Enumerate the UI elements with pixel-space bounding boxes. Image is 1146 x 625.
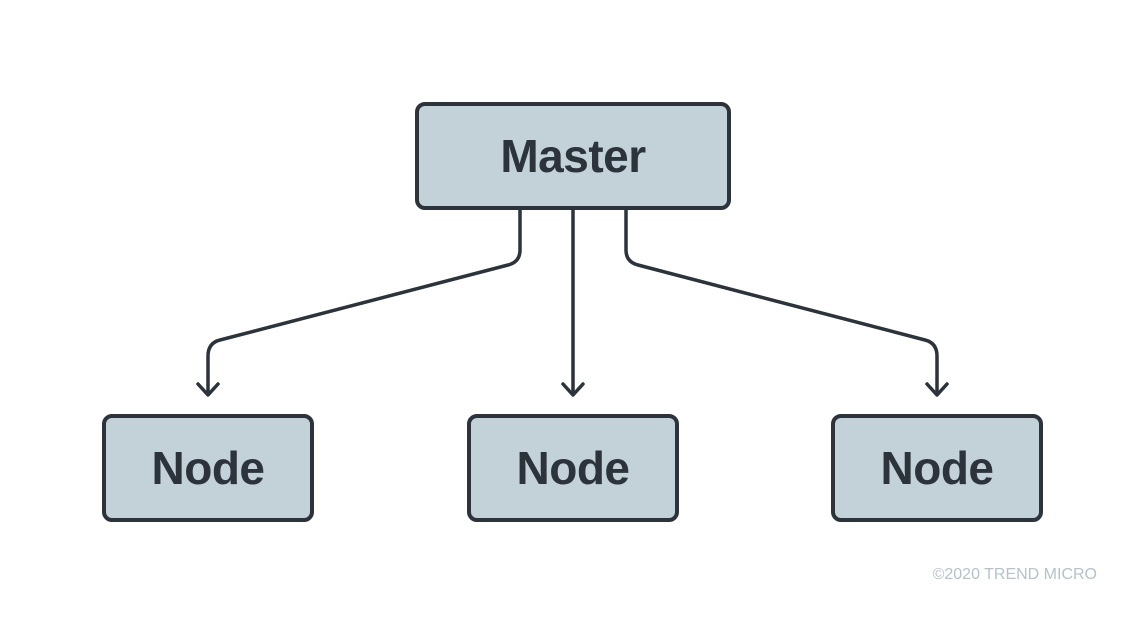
arrowhead-node-3 [925, 382, 949, 397]
copyright-notice: ©2020 TREND MICRO [932, 566, 1097, 583]
arrowhead-node-2 [561, 382, 585, 397]
master-box: Master [415, 102, 731, 210]
node-label: Node [516, 442, 631, 494]
connector-master-node-3 [624, 207, 939, 396]
connector-master-node-1 [206, 207, 522, 396]
node-label: Node [151, 442, 266, 494]
node-box-3: Node [831, 414, 1043, 522]
node-box-1: Node [102, 414, 314, 522]
arrowhead-node-1 [196, 382, 220, 397]
master-label: Master [500, 130, 646, 182]
node-label: Node [880, 442, 995, 494]
node-box-2: Node [467, 414, 679, 522]
